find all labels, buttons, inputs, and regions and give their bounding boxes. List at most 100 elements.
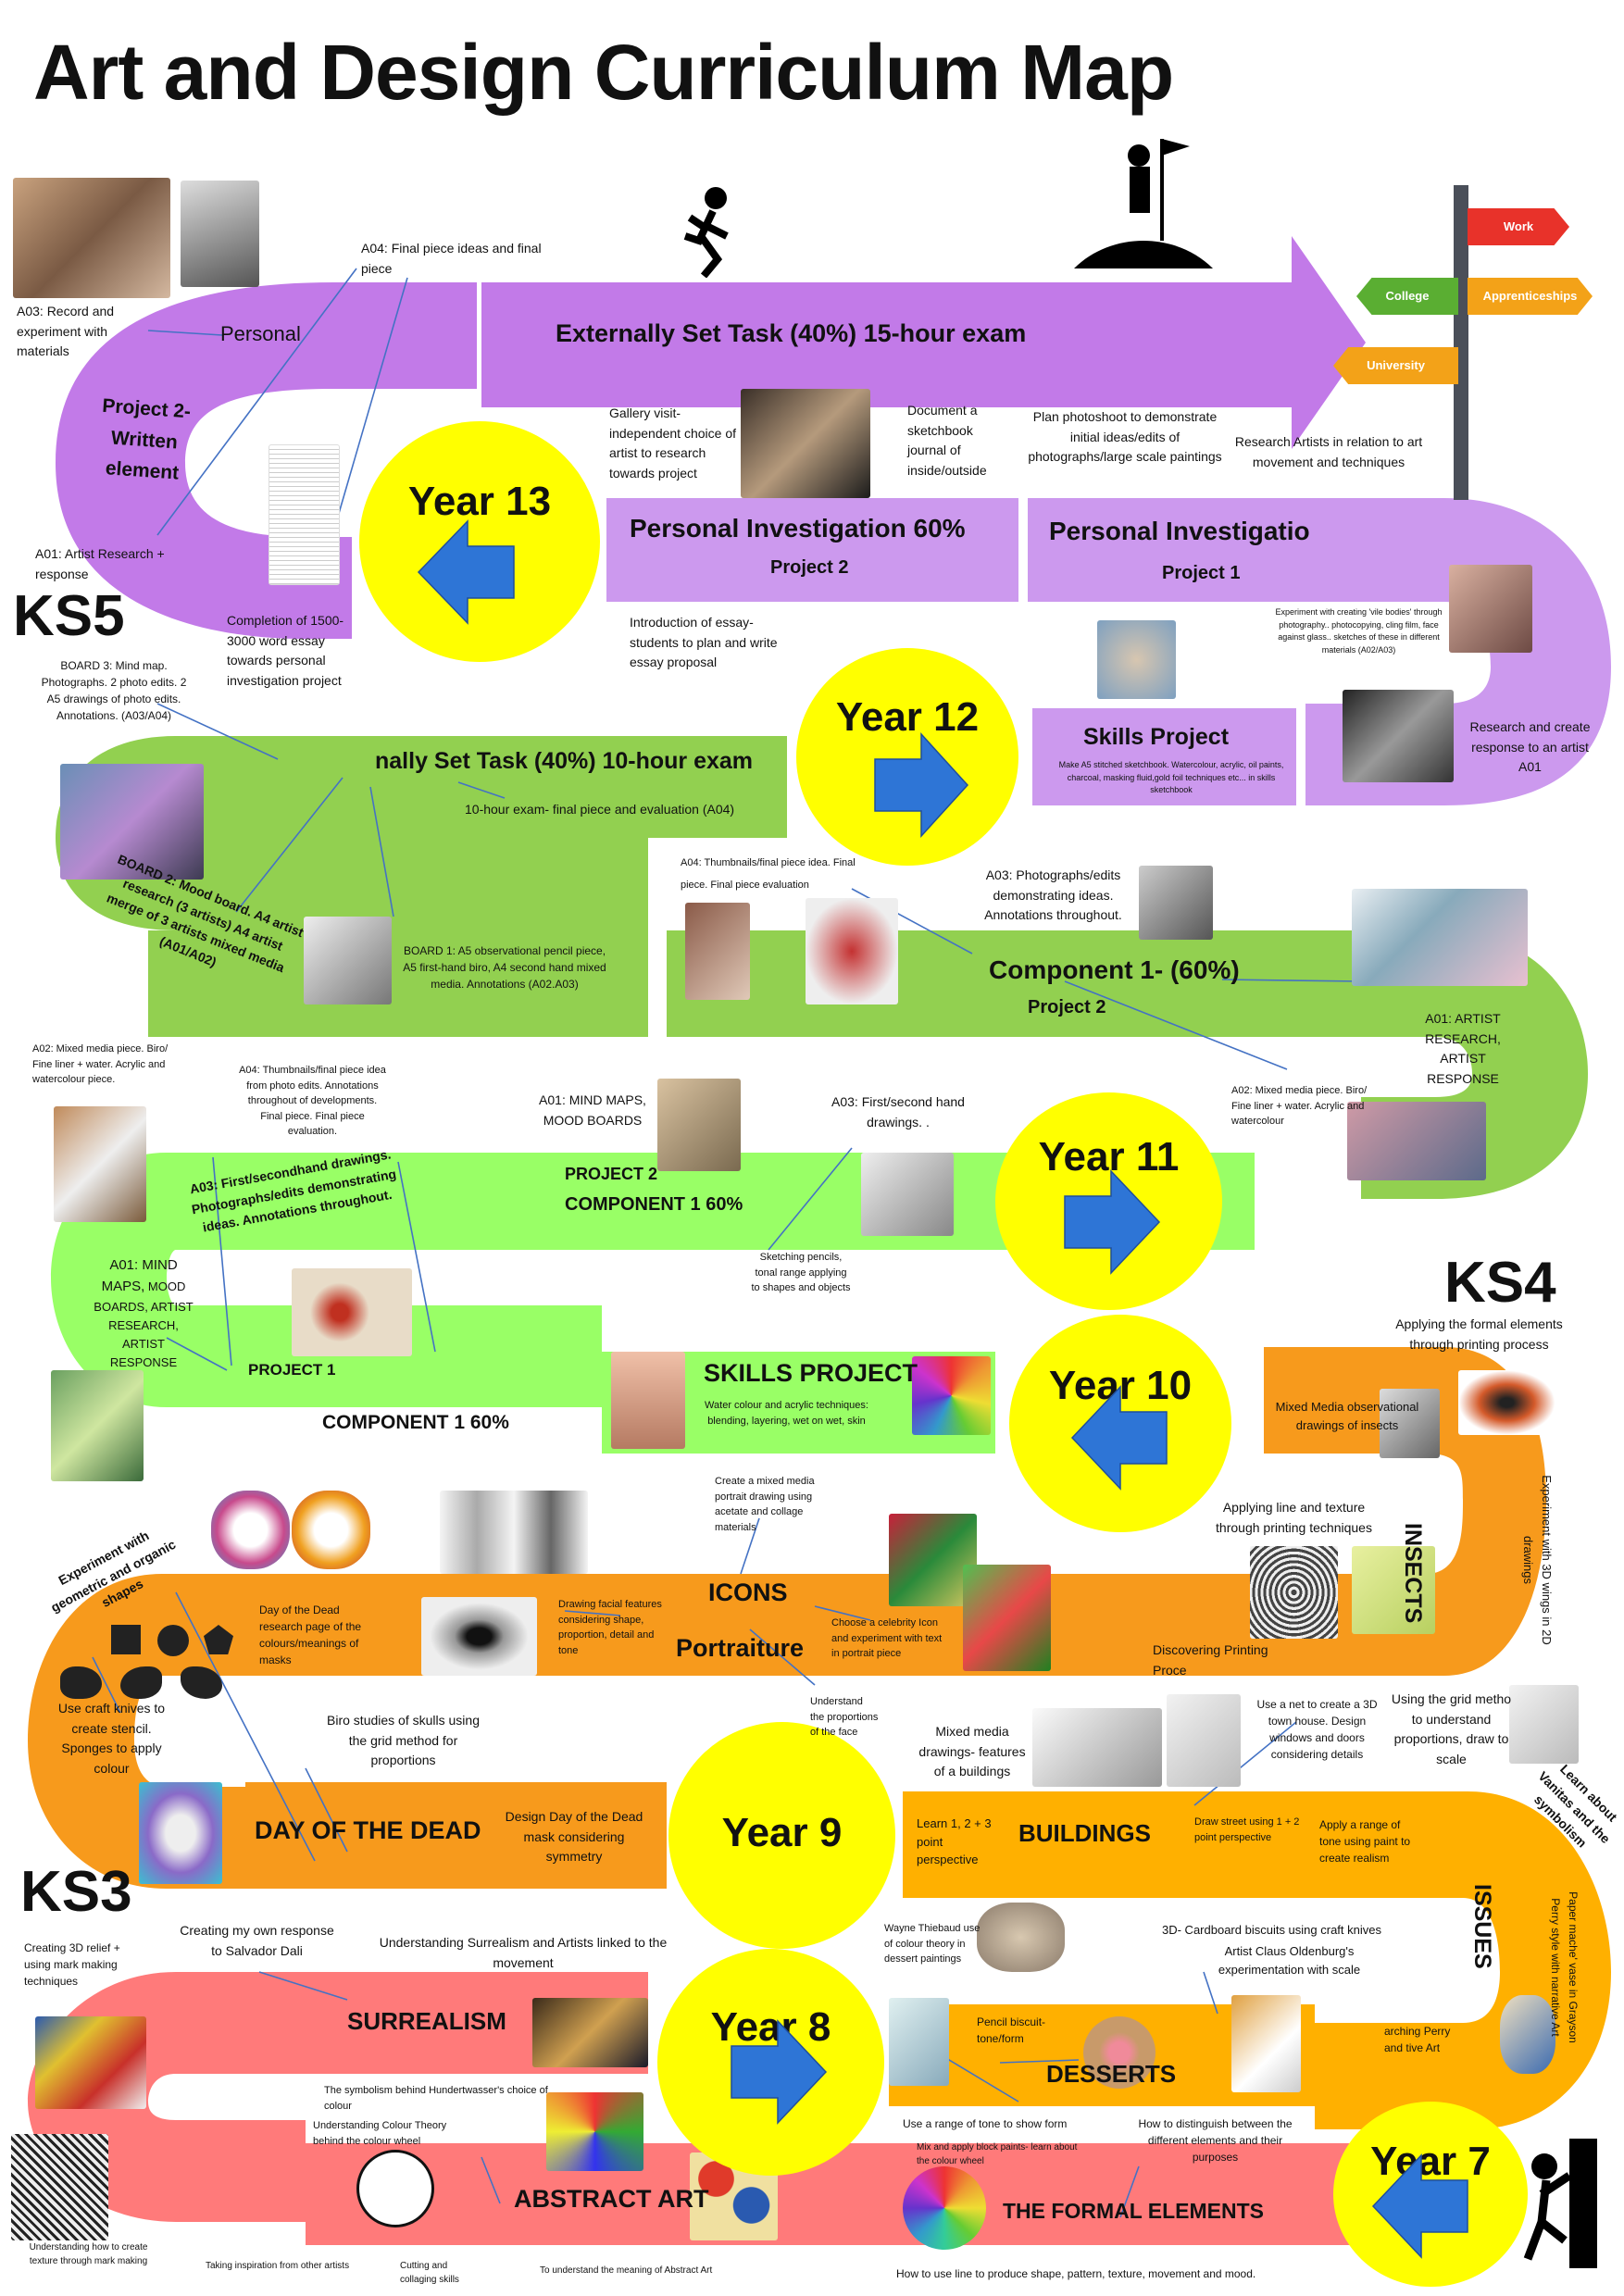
y10-a04-thumb-note: A04: Thumbnails/final piece idea from ph… xyxy=(239,1065,386,1137)
y9-mixed-insects-note: Mixed Media observational drawings of in… xyxy=(1275,1400,1419,1433)
y8-surrealism: SURREALISM xyxy=(347,2007,506,2035)
mood-board-photo xyxy=(657,1079,741,1171)
y12-vile-note: Experiment with creating 'vile bodies' t… xyxy=(1275,607,1443,655)
y9-band-buildings xyxy=(903,1791,1611,2129)
year-9-label: Year 9 xyxy=(721,1810,843,1855)
year-12-label: Year 12 xyxy=(835,694,980,740)
butterfly-photo xyxy=(1458,1370,1555,1435)
y12-pi60: Personal Investigation 60% xyxy=(630,514,966,543)
sugar-skull-photo xyxy=(211,1491,290,1569)
ks3-label: KS3 xyxy=(20,1860,132,1924)
year-13-label: Year 13 xyxy=(407,479,552,524)
y9-insects: INSECTS xyxy=(1400,1523,1426,1624)
y13-a04-note: A04: Final piece ideas and final piece xyxy=(361,241,542,276)
climber-icon xyxy=(1518,2139,1602,2268)
sign-work: Work xyxy=(1468,208,1569,245)
career-signpost: Work College Apprenticeships University xyxy=(1315,185,1611,500)
building-drawing-photo xyxy=(1032,1708,1162,1787)
y10-project1: PROJECT 1 xyxy=(248,1361,336,1379)
y10-curve xyxy=(51,1153,602,1407)
y8-surrealism-artists-note: Understanding Surrealism and Artists lin… xyxy=(379,1935,668,1970)
y13-personal: Personal xyxy=(220,322,301,345)
artist-icon-photo xyxy=(356,2150,434,2227)
artwork-photo xyxy=(806,898,898,1004)
biscuit-photo xyxy=(1083,2016,1156,2089)
y10-a01-left-note: A01: MIND MAPS, MOOD BOARDS, ARTIST RESE… xyxy=(93,1254,194,1372)
y7-line-shape-note: How to use line to produce shape, patter… xyxy=(896,2267,1256,2280)
y13-band xyxy=(481,236,1366,449)
grid-drawing-photo xyxy=(1509,1685,1579,1764)
y9-facial-note: Drawing facial features considering shap… xyxy=(558,1599,662,1656)
y12-essay-intro-note: Introduction of essay- students to plan … xyxy=(630,615,778,670)
year-7-label: Year 7 xyxy=(1370,2139,1491,2184)
y13-essay-note: Completion of 1500-3000 word essay towar… xyxy=(227,613,344,689)
y8-relief-note: Creating 3D relief + using mark making t… xyxy=(24,1941,120,1988)
y11-exam-final-note: 10-hour exam- final piece and evaluation… xyxy=(465,802,735,817)
y9-celebrity-note: Choose a celebrity Icon and experiment w… xyxy=(831,1617,943,1659)
y10-skills: SKILLS PROJECT xyxy=(704,1359,918,1387)
y10-a01-mind-note: A01: MIND MAPS, MOOD BOARDS xyxy=(539,1092,646,1128)
y8-pencil-biscuit-note: Pencil biscuit- tone/form xyxy=(977,2015,1046,2045)
y9-net-note: Use a net to create a 3D town house. Des… xyxy=(1256,1698,1378,1761)
y10-skills-desc: Water colour and acrylic techniques: ble… xyxy=(705,1400,868,1427)
y12-pi: Personal Investigatio xyxy=(1049,517,1310,545)
y7-texture-mark-note: Understanding how to create texture thro… xyxy=(29,2242,148,2266)
artwork-photo xyxy=(51,1370,144,1481)
y9-learn-perspective-note: Learn 1, 2 + 3 point perspective xyxy=(917,1816,992,1866)
print-photo xyxy=(1352,1546,1435,1634)
y10-printing-note: Applying the formal elements through pri… xyxy=(1395,1316,1563,1352)
year-8-circle: Year 8 xyxy=(657,1949,884,2176)
ks5-label: KS5 xyxy=(13,584,125,648)
y12-pi60-sub: Project 2 xyxy=(770,557,849,578)
y10-comp1-60: COMPONENT 1 60% xyxy=(565,1194,743,1215)
y8-desserts: DESSERTS xyxy=(1046,2060,1177,2088)
y11-a01-artist-note: A01: ARTIST RESEARCH, ARTIST RESPONSE xyxy=(1425,1011,1501,1087)
sugar-skull-photo xyxy=(292,1491,370,1569)
y9-portraiture: Portraiture xyxy=(676,1634,805,1662)
y10-a03-first-note: A03: First/second hand drawings. . xyxy=(831,1094,965,1129)
insect-drawing-photo xyxy=(1380,1389,1440,1458)
y12-pi-sub: Project 1 xyxy=(1162,563,1241,583)
y10-comp1-60b: COMPONENT 1 60% xyxy=(322,1412,509,1433)
y9-dotd: DAY OF THE DEAD xyxy=(255,1816,481,1844)
y11-board1-note: BOARD 1: A5 observational pencil piece, … xyxy=(403,944,606,991)
skull-artwork-photo xyxy=(139,1782,222,1884)
y9-draw-street-note: Draw street using 1 + 2 point perspectiv… xyxy=(1194,1816,1300,1843)
artwork-photo xyxy=(304,917,392,1004)
sign-apprenticeships: Apprenticeships xyxy=(1468,278,1593,315)
celebrity-portrait-photo xyxy=(963,1565,1051,1671)
shape-samples xyxy=(60,1616,241,1727)
year-13-circle: Year 13 xyxy=(359,421,600,662)
y8-biscuits-note: 3D- Cardboard biscuits using craft knive… xyxy=(1162,1923,1381,1937)
y11-comp1-sub: Project 2 xyxy=(1028,997,1106,1017)
y11-band-top xyxy=(56,736,787,1037)
y12-gallery-note: Gallery visit- independent choice of art… xyxy=(609,406,736,481)
y12-research-note: Research Artists in relation to art move… xyxy=(1234,434,1423,469)
y9-line-texture-note: Applying line and texture through printi… xyxy=(1216,1500,1372,1535)
colour-wheel-photo xyxy=(903,2166,986,2250)
y9-dotd-research-note: Day of the Dead research page of the col… xyxy=(259,1603,362,1666)
y10-project2: PROJECT 2 xyxy=(565,1165,658,1183)
y11-est10: nally Set Task (40%) 10-hour exam xyxy=(375,748,754,774)
sign-college: College xyxy=(1356,278,1458,315)
y7-block-paints-note: Mix and apply block paints- learn about … xyxy=(917,2142,1078,2166)
nose-drawing-photo xyxy=(440,1491,588,1574)
y12-photoshoot-note: Plan photoshoot to demonstrate initial i… xyxy=(1028,409,1222,465)
year-11-circle: Year 11 xyxy=(995,1092,1222,1310)
y8-oldenburg-note: Artist Claus Oldenburg's experimentation… xyxy=(1218,1944,1361,1978)
y12-skills-band xyxy=(1032,708,1296,805)
y9-band-dotd xyxy=(245,1782,667,1889)
y11-a02-mixed-note: A02: Mixed media piece. Biro/ Fine liner… xyxy=(1231,1085,1368,1127)
y8-own-response-note: Creating my own response to Salvador Dal… xyxy=(180,1923,334,1958)
biscuit-photo xyxy=(977,1903,1065,1972)
artwork-photo xyxy=(60,764,204,880)
y12-document-note: Document a sketchbook journal of inside/… xyxy=(907,403,987,479)
y11-a03-photos-note: A03: Photographs/edits demonstrating ide… xyxy=(984,867,1122,923)
y7-band xyxy=(306,2143,1352,2245)
sign-university: University xyxy=(1333,347,1458,384)
artwork-photo xyxy=(861,1153,954,1236)
y10-a01-left-rest: MOOD BOARDS, ARTIST RESEARCH, ARTIST RES… xyxy=(94,1279,194,1369)
artwork-photo xyxy=(1139,866,1213,940)
y7-distinguish-note: How to distinguish between the different… xyxy=(1138,2117,1293,2164)
y12-skills-desc: Make A5 stitched sketchbook. Watercolour… xyxy=(1058,760,1284,794)
